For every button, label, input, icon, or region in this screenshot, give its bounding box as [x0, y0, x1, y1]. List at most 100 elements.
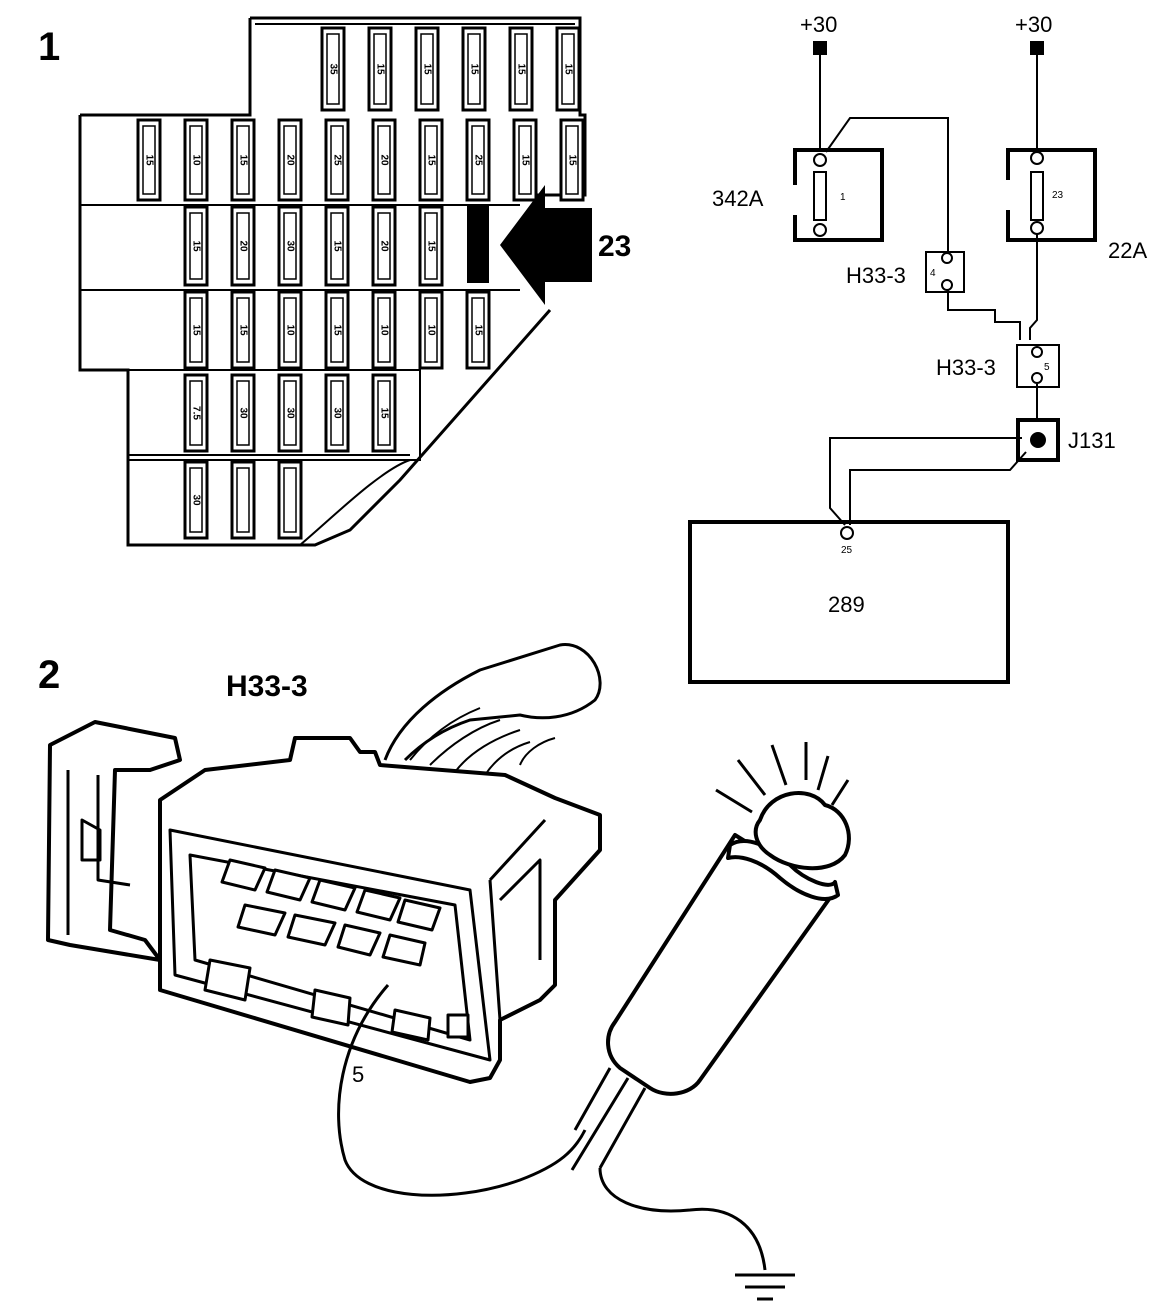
- connector-lower-label: H33-3: [936, 355, 996, 380]
- test-lamp-body: [606, 833, 834, 1096]
- fuse-window: [330, 380, 344, 446]
- fuse-rating: 15: [519, 154, 530, 166]
- fuse: 15: [324, 290, 350, 370]
- connector-side-rib: [488, 818, 547, 1021]
- ground-wire: [598, 1167, 767, 1271]
- fuse-1-top-terminal: [813, 153, 827, 167]
- fuse-rating: 35: [327, 63, 338, 75]
- fuse: 30: [230, 373, 256, 453]
- fuse-rating: 15: [421, 63, 432, 75]
- connector-latch: [46, 720, 182, 962]
- fuse: 15: [414, 26, 440, 112]
- fuse: 15: [461, 26, 487, 112]
- fuse: 10: [371, 290, 397, 370]
- fuse-window: [518, 125, 532, 195]
- fuse-rating: 15: [425, 154, 436, 166]
- fuse-window: [330, 125, 344, 195]
- schematic: [688, 41, 1097, 684]
- fuse-rating: 10: [284, 324, 295, 336]
- terminal-cavity: [390, 1008, 432, 1042]
- harness-strands: [409, 707, 556, 776]
- test-lamp-bulb: [753, 791, 851, 871]
- supply-right-label: +30: [1015, 12, 1052, 37]
- fuse-window: [330, 212, 344, 280]
- wire-fuse1-to-h33-pin4: [825, 117, 949, 255]
- fuse: 35: [320, 26, 346, 112]
- fuse-rating: 15: [190, 324, 201, 336]
- fuse-window: [561, 33, 575, 105]
- fuse-body: [230, 460, 256, 540]
- fuse-block-22a: [1006, 148, 1097, 242]
- fuse-rating: 15: [331, 324, 342, 336]
- fuse-box-curve: [299, 459, 411, 546]
- module-label: 289: [828, 592, 865, 617]
- fuse: 25: [324, 118, 350, 202]
- fuse-window: [189, 212, 203, 280]
- fuse: 20: [371, 205, 397, 287]
- terminal-cavity: [381, 933, 427, 967]
- connector-lower-pin-bottom: [1031, 372, 1043, 384]
- fuse-window: [236, 297, 250, 363]
- probe-wire: [337, 984, 587, 1197]
- supply-left-label: +30: [800, 12, 837, 37]
- panel-1-number: 1: [38, 25, 60, 69]
- fuse-rating: 25: [331, 154, 342, 166]
- fuse-1-bottom-terminal: [813, 223, 827, 237]
- arrow-icon: [500, 185, 592, 305]
- wire-junction-to-module-a: [829, 437, 1022, 526]
- fuse: 20: [230, 205, 256, 287]
- fuse-window: [377, 380, 391, 446]
- fuse: [230, 460, 256, 540]
- wire-h33-pin4-down: [947, 290, 1021, 340]
- connector-upper-pin-top: [941, 252, 953, 264]
- fuse-rating: 30: [284, 240, 295, 252]
- fuse-window: [236, 212, 250, 280]
- fuse: 15: [230, 118, 256, 202]
- terminal-cavity: [236, 903, 287, 937]
- fuse: 15: [465, 290, 491, 370]
- fuse: 15: [324, 205, 350, 287]
- fuse-rating: 15: [237, 154, 248, 166]
- wire-junction-to-module-b: [849, 451, 1027, 525]
- fuse-window: [471, 297, 485, 363]
- fuse-rating: 15: [515, 63, 526, 75]
- fuse: 15: [371, 373, 397, 453]
- panel-2-number: 2: [38, 653, 60, 697]
- fuse: 15: [367, 26, 393, 112]
- fuse-23-bottom-terminal: [1030, 221, 1044, 235]
- fuse-window: [377, 125, 391, 195]
- terminal-cavity: [265, 868, 312, 902]
- fuse-rating: 30: [284, 407, 295, 419]
- junction-j131-box: [1016, 418, 1060, 462]
- connector-lower-pin-top: [1031, 346, 1043, 358]
- fuse-23-callout: 23: [598, 230, 631, 263]
- fuse-window: [467, 33, 481, 105]
- fuse-window: [565, 125, 579, 195]
- module-pin-25-terminal: [840, 526, 854, 540]
- fuse-rating: 30: [190, 494, 201, 506]
- wire-fuse23-down: [1029, 234, 1038, 340]
- terminal-cavity: [336, 923, 382, 957]
- fuse: 30: [277, 373, 303, 453]
- fuse-rating: 15: [143, 154, 154, 166]
- probe-wires: [337, 984, 795, 1301]
- fuse: 30: [277, 205, 303, 287]
- fuse-rating: 15: [374, 63, 385, 75]
- fuse: 15: [230, 290, 256, 370]
- fuse-window: [142, 125, 156, 195]
- module-pin-number: 25: [841, 545, 853, 556]
- terminal-cavity: [203, 958, 252, 1002]
- fuse: 15: [508, 26, 534, 112]
- supply-left-terminal: [813, 41, 827, 55]
- fuse-window: [377, 212, 391, 280]
- fuse: 15: [555, 26, 581, 112]
- terminal-cavity: [355, 888, 402, 922]
- fuse: 15: [418, 118, 444, 202]
- fuse-window: [373, 33, 387, 105]
- fuse-rating: 7.5: [190, 406, 201, 420]
- connector-upper-pin-bottom: [941, 279, 953, 291]
- fuse: 15: [418, 205, 444, 287]
- fuse-rating: 25: [472, 154, 483, 166]
- fuse-window: [514, 33, 528, 105]
